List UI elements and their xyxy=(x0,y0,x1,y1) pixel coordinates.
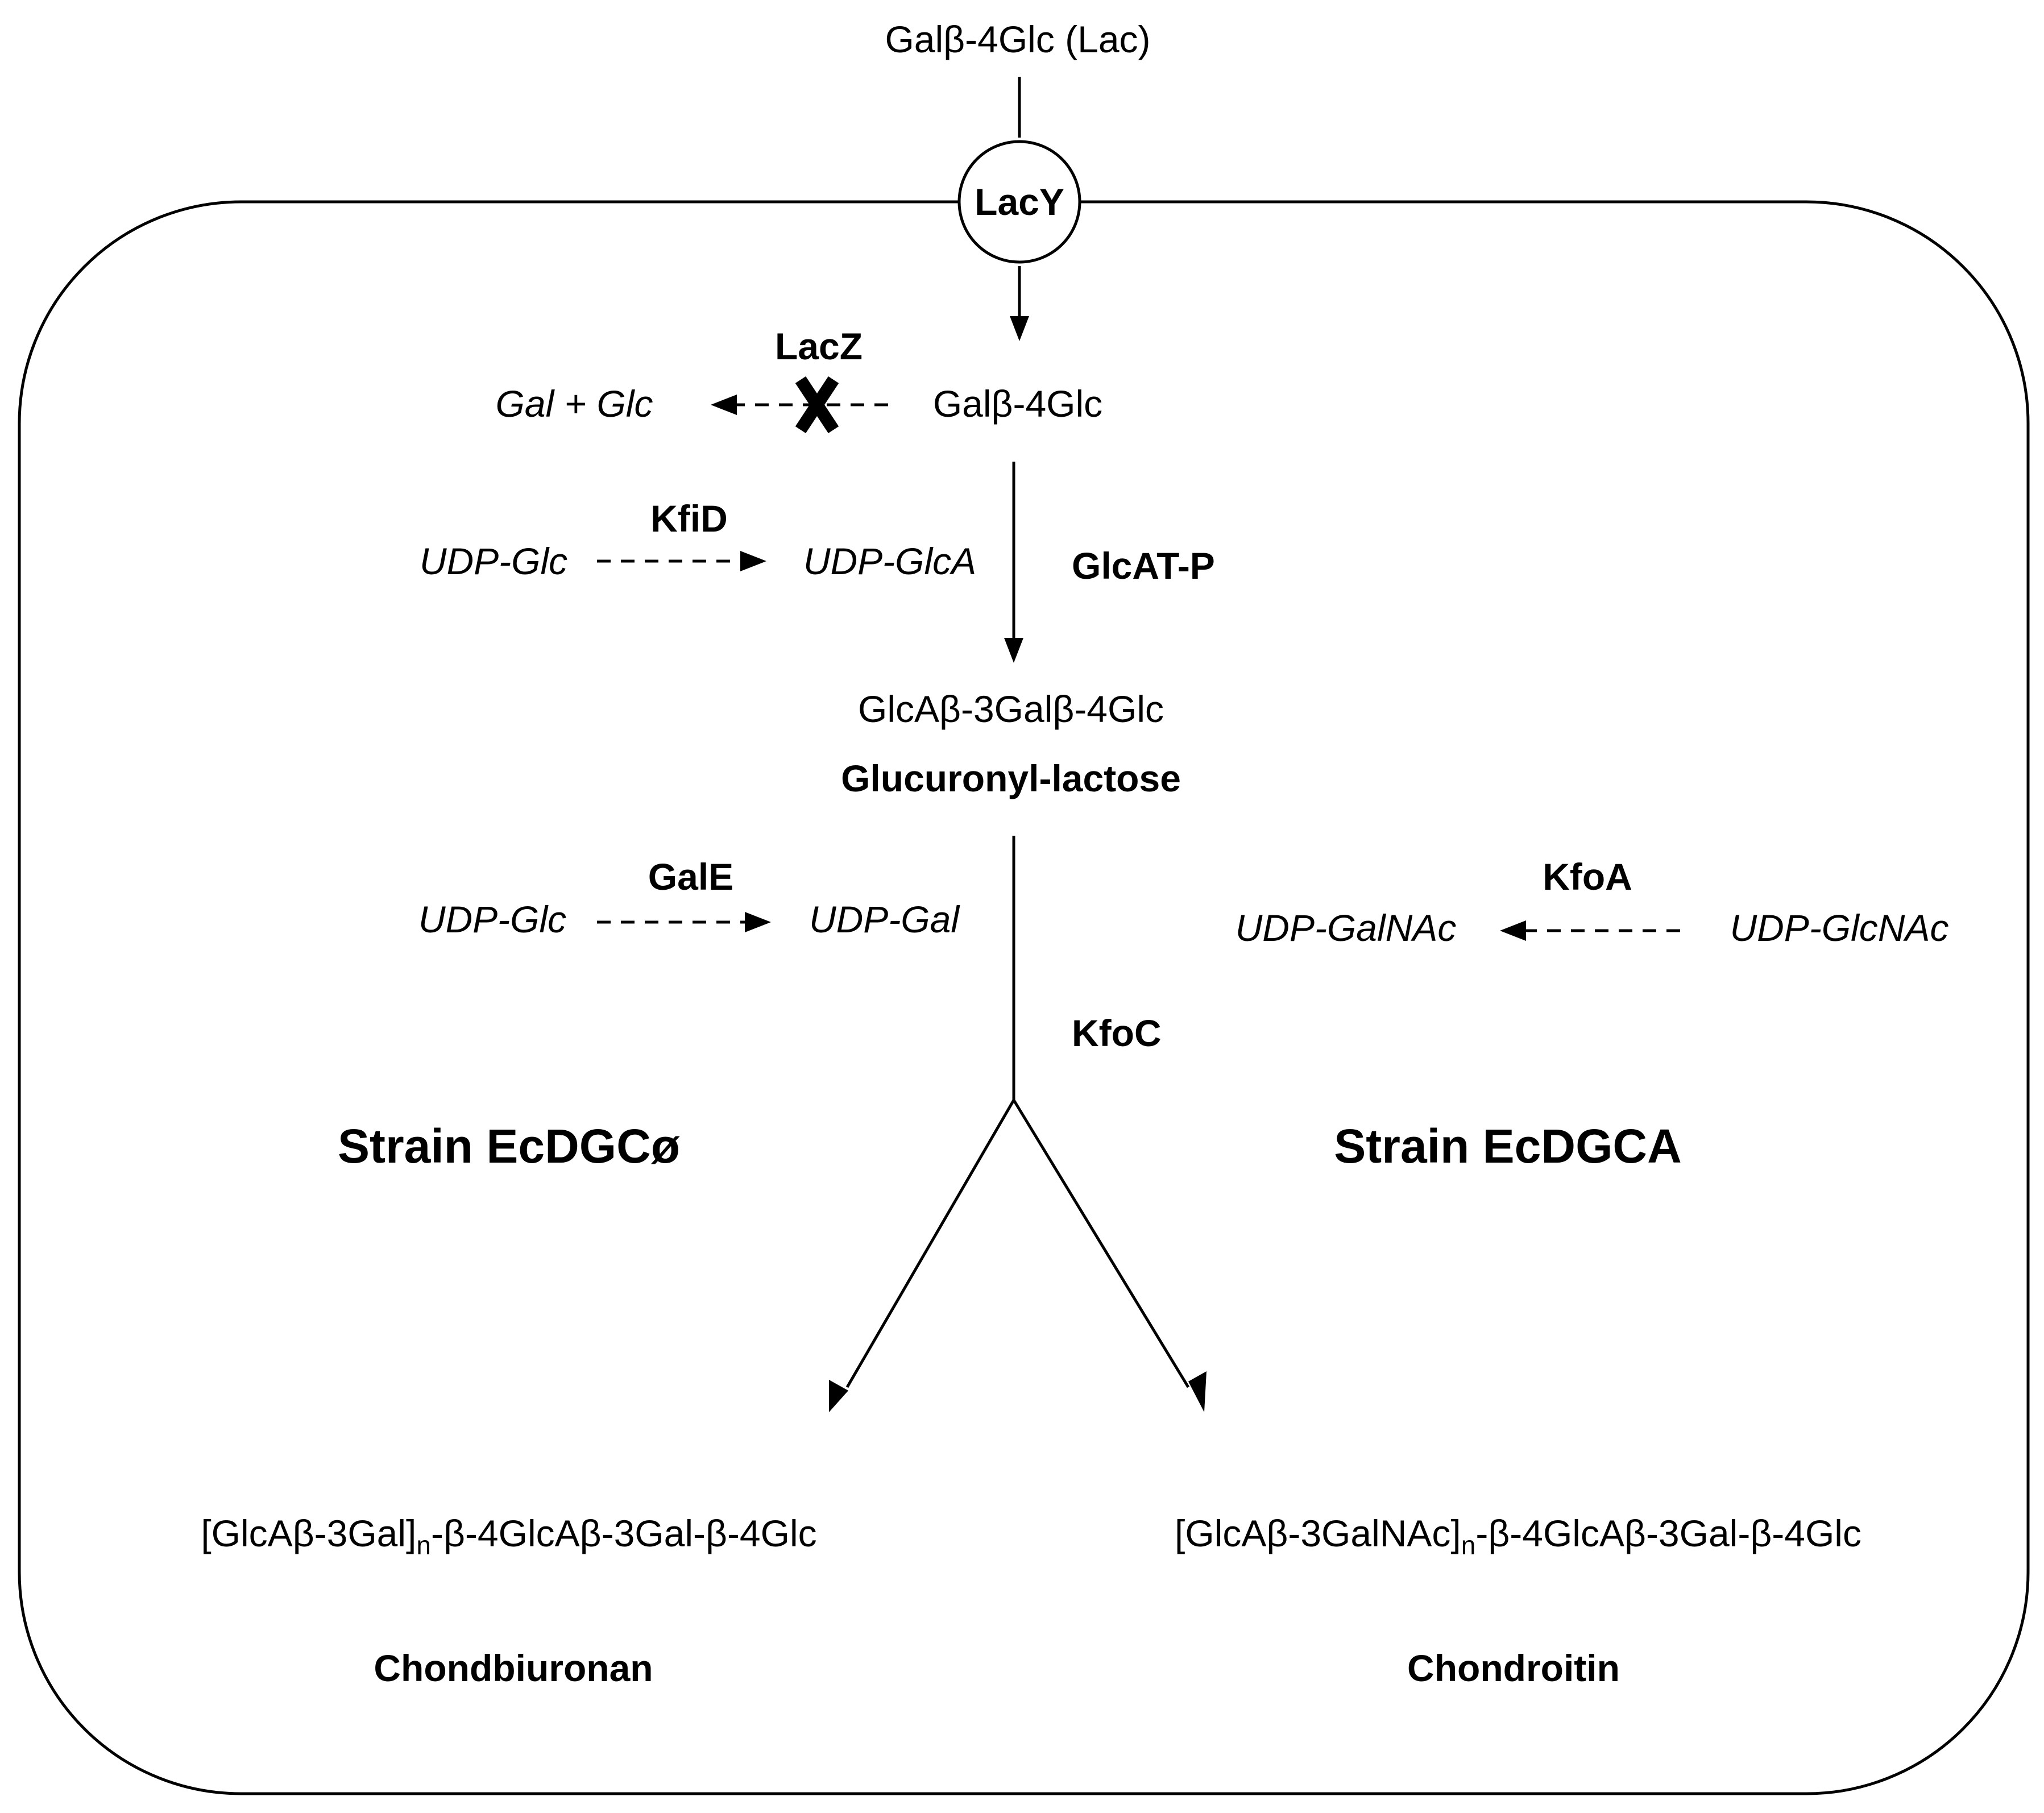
kfid-label: KfiD xyxy=(650,497,728,540)
udp-gal-label: UDP-Gal xyxy=(809,898,960,940)
product-left-name: Chondbiuronan xyxy=(374,1647,653,1689)
product-left-subscript: n xyxy=(416,1530,431,1560)
product-right-post: -β-4GlcAβ-3Gal-β-4Glc xyxy=(1475,1512,1861,1554)
gale-arrowhead xyxy=(745,912,771,932)
branch-left-arrowhead xyxy=(829,1380,848,1412)
gal-glc-label: Gal + Glc xyxy=(496,383,653,425)
branch-right-line xyxy=(1012,1099,1190,1388)
lactose-import-arrowhead xyxy=(1010,316,1029,341)
udp-glc-gale-label: UDP-Glc xyxy=(418,898,566,940)
product-left-pre: [GlcAβ-3Gal] xyxy=(201,1512,416,1554)
lactose-inside-label: Galβ-4Glc xyxy=(933,383,1102,425)
lacz-hydrolysis-arrowhead xyxy=(711,395,737,415)
lactose-outside-label: Galβ-4Glc (Lac) xyxy=(885,18,1150,60)
product-left-post: -β-4GlcAβ-3Gal-β-4Glc xyxy=(431,1512,817,1554)
product-right-subscript: n xyxy=(1461,1530,1476,1560)
lacy-label: LacY xyxy=(975,181,1064,223)
product-right-formula: [GlcAβ-3GalNAc]n-β-4GlcAβ-3Gal-β-4Glc xyxy=(1175,1512,1861,1560)
kfoa-arrowhead xyxy=(1500,920,1526,941)
glcat-p-step-arrowhead xyxy=(1004,638,1023,663)
cell-membrane xyxy=(18,200,2030,1795)
strain-right-label: Strain EcDGCA xyxy=(1334,1119,1681,1173)
glucuronyl-lactose-label: Glucuronyl-lactose xyxy=(841,757,1181,799)
strain-left-label: Strain EcDGCø xyxy=(338,1119,680,1173)
product-right-pre: [GlcAβ-3GalNAc] xyxy=(1175,1512,1461,1554)
lacy-transporter-circle xyxy=(957,140,1081,264)
product-left-formula: [GlcAβ-3Gal]n-β-4GlcAβ-3Gal-β-4Glc xyxy=(201,1512,816,1560)
blocked-x-icon xyxy=(795,376,839,434)
gale-label: GalE xyxy=(648,856,733,898)
lacz-label: LacZ xyxy=(775,325,863,367)
trisaccharide-label: GlcAβ-3Galβ-4Glc xyxy=(858,688,1164,730)
udp-glca-label: UDP-GlcA xyxy=(803,540,976,582)
kfid-arrowhead xyxy=(740,551,766,571)
product-right-name: Chondroitin xyxy=(1407,1647,1620,1689)
kfoa-label: KfoA xyxy=(1543,856,1632,898)
glcat-p-label: GlcAT-P xyxy=(1072,545,1215,587)
udp-glc-kfid-label: UDP-Glc xyxy=(420,540,567,582)
udp-glcnac-label: UDP-GlcNAc xyxy=(1730,907,1948,949)
kfoc-label: KfoC xyxy=(1072,1012,1162,1054)
branch-left-line xyxy=(845,1099,1015,1388)
udp-galnac-label: UDP-GalNAc xyxy=(1235,907,1457,949)
branch-right-arrowhead xyxy=(1188,1371,1207,1412)
